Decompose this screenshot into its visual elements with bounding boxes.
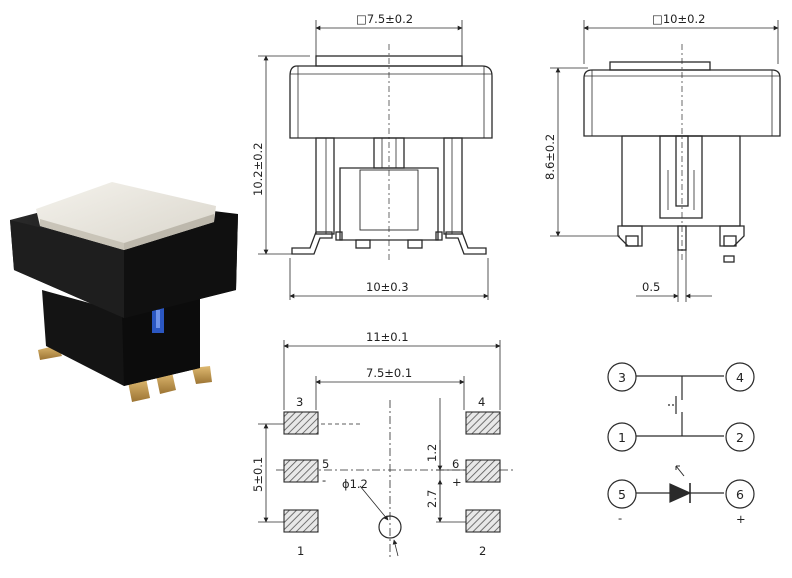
schematic-pin-label-1: 1 xyxy=(618,430,626,445)
schematic-pins xyxy=(607,362,755,509)
schematic-pin-label-4: 4 xyxy=(736,370,744,385)
pad-label-5: 5 xyxy=(322,457,329,471)
schematic-pin-6 xyxy=(725,479,755,509)
pad-2 xyxy=(465,509,501,533)
pad-label-5-minus: - xyxy=(322,473,326,487)
pad-label-6: 6 xyxy=(452,457,459,471)
footprint-hole-diameter: ϕ1.2 xyxy=(342,477,368,491)
front-base-dimension: 10±0.3 xyxy=(366,280,409,294)
pad-label-1: 1 xyxy=(297,544,304,558)
schematic xyxy=(636,375,724,503)
side-pin-offset: 0.5 xyxy=(642,280,660,294)
product-photo xyxy=(10,182,238,402)
schematic-pin-1 xyxy=(607,422,637,452)
schematic-pin-label-5: 5 xyxy=(618,487,626,502)
pad-label-2: 2 xyxy=(479,544,486,558)
pad-6 xyxy=(465,459,501,483)
schematic-pin-3 xyxy=(607,362,637,392)
pad-label-3: 3 xyxy=(296,395,303,409)
footprint-overall-width: 11±0.1 xyxy=(366,330,409,344)
pad-3 xyxy=(283,411,319,435)
pad-5 xyxy=(283,459,319,483)
schematic-pin-label-6: 6 xyxy=(736,487,744,502)
footprint-hole-offset: 2.7 xyxy=(425,490,439,508)
footprint-vertical-pitch: 5±0.1 xyxy=(251,457,265,492)
side-top-dimension: □10±0.2 xyxy=(652,12,705,26)
side-view xyxy=(550,20,781,302)
front-top-dimension: □7.5±0.2 xyxy=(356,12,413,26)
schematic-pin-2 xyxy=(725,422,755,452)
footprint-pads xyxy=(283,411,501,533)
pad-4 xyxy=(465,411,501,435)
pad-label-4: 4 xyxy=(478,395,485,409)
front-view xyxy=(258,20,493,300)
schematic-pin-4 xyxy=(725,362,755,392)
schematic-pin-5 xyxy=(607,479,637,509)
schematic-pin-label-2: 2 xyxy=(736,430,744,445)
pad-1 xyxy=(283,509,319,533)
schematic-led-plus: + xyxy=(736,512,746,526)
footprint-pad-pitch: 1.2 xyxy=(425,444,439,462)
footprint-inner-width: 7.5±0.1 xyxy=(366,366,412,380)
schematic-led-minus: - xyxy=(618,511,622,525)
side-height-dimension: 8.6±0.2 xyxy=(543,134,557,180)
schematic-pin-label-3: 3 xyxy=(618,370,626,385)
front-height-dimension: 10.2±0.2 xyxy=(251,142,265,196)
pad-label-6-plus: + xyxy=(452,475,462,489)
